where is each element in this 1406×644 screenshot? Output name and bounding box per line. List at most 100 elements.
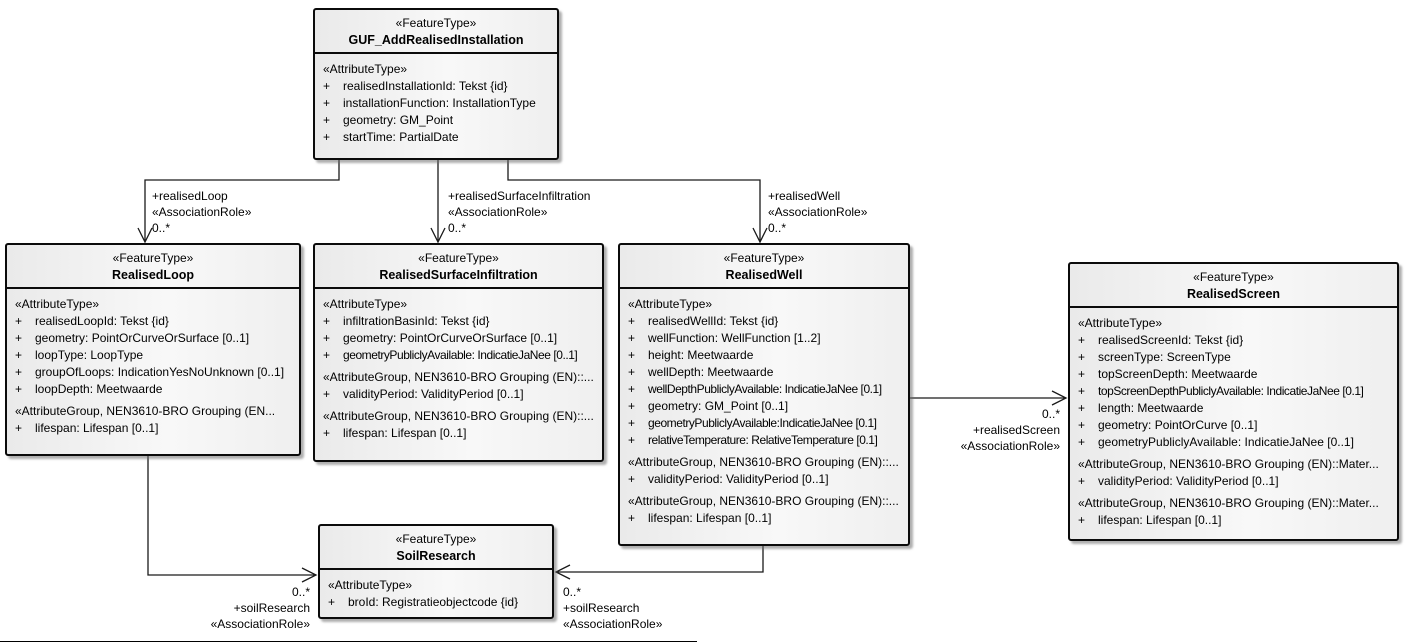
association-stereotype: «AssociationRole» [210,617,310,631]
section-header: «AttributeGroup, NEN3610-BRO Grouping (E… [628,455,899,469]
association-multiplicity: 0..* [152,221,171,235]
class-attributes: «AttributeType» +infiltrationBasinId: Te… [315,289,602,460]
section-header: «AttributeType» [628,297,713,311]
attribute-row: +screenType: ScreenType [1078,349,1395,366]
association-stereotype: «AssociationRole» [152,205,252,219]
class-name: RealisedLoop [112,268,194,282]
association-label-soil-research-right: 0..* +soilResearch «AssociationRole» [563,584,662,632]
visibility-plus: + [1078,401,1086,415]
section-header: «AttributeGroup, NEN3610-BRO Grouping (E… [1078,496,1379,510]
attribute-text: relativeTemperature: RelativeTemperature… [648,433,878,447]
class-stereotype: «FeatureType» [395,16,477,30]
attribute-row: + loopDepth: Meetwaarde [15,381,297,398]
attribute-text: realisedWellId: Tekst {id} [648,314,779,328]
association-stereotype: «AssociationRole» [960,439,1060,453]
attribute-row: +validityPeriod: ValidityPeriod [0..1] [1078,473,1395,490]
attribute-text: topScreenDepthPubliclyAvailable: Indicat… [1098,384,1364,398]
attribute-text: lifespan: Lifespan [0..1] [1098,513,1222,527]
visibility-plus: + [628,399,636,413]
attribute-text: lifespan: Lifespan [0..1] [648,511,772,525]
visibility-plus: + [15,348,23,362]
visibility-plus: + [628,365,636,379]
visibility-plus: + [1078,474,1086,488]
class-name: RealisedWell [725,268,803,282]
attribute-text: lifespan: Lifespan [0..1] [35,421,159,435]
association-label-realised-loop: +realisedLoop «AssociationRole» 0..* [152,188,251,236]
association-multiplicity: 0..* [768,221,787,235]
attribute-text: geometryPubliclyAvailable: IndicatieJaNe… [1098,435,1354,449]
diagram-frame-edge [0,641,697,642]
class-stereotype: «FeatureType» [395,532,477,546]
association-multiplicity: 0..* [448,221,467,235]
class-realised-surface-infiltration[interactable]: «FeatureType» RealisedSurfaceInfiltratio… [313,243,604,462]
association-multiplicity: 0..* [291,585,310,599]
attribute-row: +lifespan: Lifespan [0..1] [628,510,906,527]
attribute-text: wellFunction: WellFunction [1..2] [648,331,821,345]
class-realised-loop[interactable]: «FeatureType» RealisedLoop «AttributeTyp… [5,243,301,456]
association-role: +realisedScreen [972,423,1060,437]
visibility-plus: + [15,365,23,379]
association-stereotype: «AssociationRole» [563,617,663,631]
attribute-row: +installationFunction: InstallationType [323,95,555,112]
attribute-text: startTime: PartialDate [343,130,459,144]
class-header: «FeatureType» RealisedScreen [1070,264,1397,308]
open-arrowhead-loop-soil-research [301,567,318,583]
attribute-text: installationFunction: InstallationType [343,96,536,110]
attribute-row: +length: Meetwaarde [1078,400,1395,417]
attribute-row: + startTime: PartialDate [323,129,555,146]
attribute-row: +geometryPubliclyAvailable:IndicatieJaNe… [628,415,906,432]
association-multiplicity: 0..* [1041,407,1060,421]
class-header: «FeatureType» GUF_AddRealisedInstallatio… [315,10,557,54]
visibility-plus: + [323,130,331,144]
association-stereotype: «AssociationRole» [768,205,868,219]
section-header: «AttributeType» [1078,316,1163,330]
class-stereotype: «FeatureType» [112,251,194,265]
visibility-plus: + [15,382,23,396]
association-label-realised-screen: 0..* +realisedScreen «AssociationRole» [961,406,1060,454]
visibility-plus: + [323,348,331,362]
attribute-text: height: Meetwaarde [648,348,754,362]
section-header: «AttributeType» [328,578,413,592]
attribute-text: geometry: GM_Point [343,113,454,127]
attribute-text: loopType: LoopType [35,348,144,362]
attribute-row: +wellDepth: Meetwaarde [628,364,906,381]
attribute-text: loopDepth: Meetwaarde [35,382,163,396]
visibility-plus: + [323,79,331,93]
class-realised-well[interactable]: «FeatureType» RealisedWell «AttributeTyp… [618,243,910,546]
open-arrowhead-realised-loop [137,227,153,244]
association-line-loop-soil-research[interactable] [147,454,316,576]
visibility-plus: + [15,314,23,328]
section-header: «AttributeGroup, NEN3610-BRO Grouping (E… [323,409,594,423]
attribute-row: + realisedLoopId: Tekst {id} [15,313,297,330]
class-attributes: «AttributeType» +broId: Registratieobjec… [320,570,552,617]
attribute-text: realisedInstallationId: Tekst {id} [343,79,508,93]
class-soil-research[interactable]: «FeatureType» SoilResearch «AttributeTyp… [318,524,554,619]
attribute-text: geometryPubliclyAvailable: IndicatieJaNe… [343,348,578,362]
attribute-text: geometry: PointOrCurveOrSurface [0..1] [343,331,558,345]
class-guf-add-realised-installation[interactable]: «FeatureType» GUF_AddRealisedInstallatio… [313,8,559,160]
attribute-row: +geometry: PointOrCurveOrSurface [0..1] [15,330,297,347]
attribute-text: wellDepthPubliclyAvailable: IndicatieJaN… [648,382,882,396]
attribute-row: +validityPeriod: ValidityPeriod [0..1] [323,386,600,403]
attribute-row: +lifespan: Lifespan [0..1] [1078,512,1395,529]
class-realised-screen[interactable]: «FeatureType» RealisedScreen «AttributeT… [1068,262,1399,541]
attribute-row: +geometry: PointOrCurveOrSurface [0..1] [323,330,600,347]
class-name: RealisedScreen [1186,287,1281,301]
visibility-plus: + [1078,333,1086,347]
visibility-plus: + [628,331,636,345]
class-attributes: «AttributeType» +realisedLoopId: Tekst {… [7,289,299,454]
class-attributes: «AttributeType» +realisedInstallationId:… [315,54,557,158]
class-stereotype: «FeatureType» [418,251,499,265]
visibility-plus: + [628,348,636,362]
association-label-soil-research-left: 0..* +soilResearch «AssociationRole» [211,584,310,632]
attribute-text: topScreenDepth: Meetwaarde [1098,367,1258,381]
attribute-text: realisedLoopId: Tekst {id} [35,314,169,328]
open-arrowhead-realised-well [752,227,768,244]
attribute-row: + topScreenDepthPubliclyAvailable: Indica… [1078,383,1395,400]
visibility-plus: + [1078,384,1086,398]
attribute-row: +validityPeriod: ValidityPeriod [0..1] [628,471,906,488]
association-role: +soilResearch [563,601,640,615]
class-stereotype: «FeatureType» [1193,270,1274,284]
association-line-well-soil-research[interactable] [556,544,764,573]
attribute-text: validityPeriod: ValidityPeriod [0..1] [648,472,829,486]
